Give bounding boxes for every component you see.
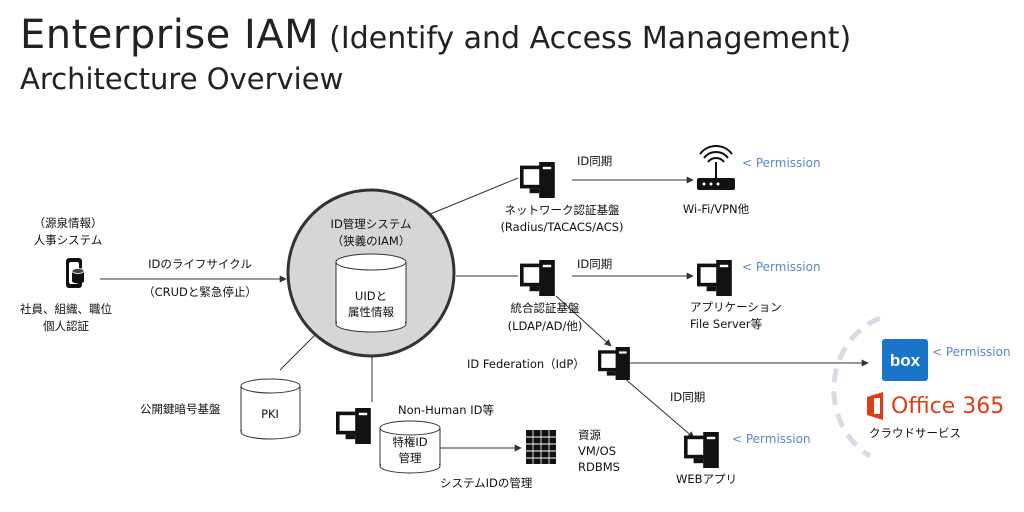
pki-database-icon [240,378,301,440]
connection-lines [100,176,869,452]
web-app-computer-icon [684,432,719,468]
ldap-label-1: 統合認証基盤 [511,301,580,315]
privileged-id-database-icon [379,420,441,474]
application-computer-icon [697,260,732,296]
arrow-ldap-to-fed [555,295,612,347]
uid-label-2: 属性情報 [348,305,394,319]
rack-server-icon [526,430,556,464]
cloud-dashed-arc [831,315,881,459]
hr-source-label: （源泉情報） [34,216,103,230]
idm-label-1: ID管理システム [331,217,412,231]
resource-label-1: 資源 [578,428,601,442]
system-id-label: システムIDの管理 [440,476,533,490]
resource-label-2: VM/OS [578,444,616,458]
web-app-label: WEBアプリ [676,472,737,486]
cloud-service-label: クラウドサービス [869,426,961,440]
office-logo-icon [867,392,883,420]
sync-label-ldap: ID同期 [577,257,612,271]
computer-icon [336,408,371,444]
server-icon [66,258,85,288]
line-idm-to-netauth [427,177,519,216]
title-main: Enterprise IAM [20,12,320,58]
app-label-2: File Server等 [690,317,762,331]
uid-label-1: UIDと [355,289,387,303]
sync-label-federation: ID同期 [670,390,705,404]
title-paren: (Identify and Access Management) [329,21,852,56]
federation-label: ID Federation（IdP） [467,357,585,371]
priv-label-2: 管理 [399,451,422,465]
hr-attr-label-1: 社員、組織、職位 [20,302,112,316]
box-logo-icon: box [882,339,928,381]
permission-label-cloud: < Permission [932,345,1011,359]
arrow-fed-to-web [615,370,695,439]
sync-label-network: ID同期 [577,154,612,168]
office365-label: Office 365 [891,394,1004,419]
permission-label-app: < Permission [742,260,821,274]
box-logo-text: box [890,351,921,370]
federation-computer-icon [598,347,630,380]
app-label-1: アプリケーション [690,300,782,314]
hr-system-label: 人事システム [34,233,103,247]
page-title: Enterprise IAM (Identify and Access Manag… [20,12,851,58]
nonhuman-label: Non-Human ID等 [398,403,494,417]
hr-system-node: （源泉情報） 人事システム 社員、組織、職位 個人認証 [20,216,112,333]
resource-label-3: RDBMS [578,460,620,474]
page-subtitle: Architecture Overview [20,62,344,96]
id-management-system: ID管理システム （狭義のIAM） UIDと 属性情報 [286,188,456,358]
router-icon [697,145,735,190]
idm-label-2: （狭義のIAM） [332,234,411,248]
ldap-label-2: (LDAP/AD/他) [508,319,583,333]
database-icon [335,253,407,333]
network-auth-computer-icon [520,162,555,198]
permission-label-web: < Permission [732,432,811,446]
netauth-label-2: (Radius/TACACS/ACS) [500,220,623,234]
lifecycle-label-1: IDのライフサイクル [148,257,252,271]
priv-label-1: 特権ID [392,435,427,449]
permission-label-wifi: < Permission [742,156,821,170]
pki-label: PKI [261,407,279,421]
hr-attr-label-2: 個人認証 [43,319,89,333]
line-idm-to-pki [279,333,317,371]
wifi-label: Wi-Fi/VPN他 [683,202,750,216]
ldap-computer-icon [520,260,555,296]
pki-caption: 公開鍵暗号基盤 [140,402,221,416]
lifecycle-label-2: （CRUDと緊急停止） [143,285,257,299]
netauth-label-1: ネットワーク認証基盤 [505,203,620,217]
